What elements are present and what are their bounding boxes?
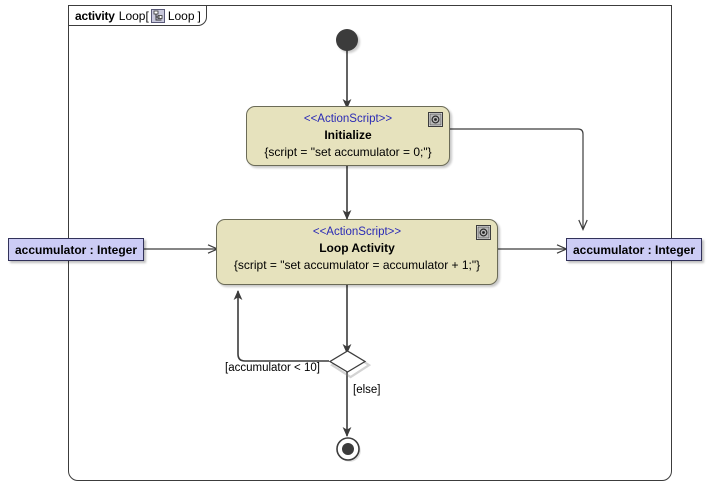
action-loop-activity-script: {script = "set accumulator = accumulator… (233, 258, 481, 272)
frame-bracket-open: [ (145, 8, 149, 23)
activity-final-node[interactable] (336, 437, 361, 462)
frame-name: Loop (118, 8, 146, 23)
activity-icon (150, 8, 165, 23)
frame-qualifier: Loop (167, 8, 195, 23)
action-initialize-name: Initialize (324, 128, 372, 142)
object-node-accumulator-in-label: accumulator : Integer (14, 242, 138, 257)
frame-keyword: activity (75, 8, 115, 23)
object-node-accumulator-out[interactable]: accumulator : Integer (566, 238, 702, 261)
gear-icon (428, 112, 443, 127)
gear-icon (476, 225, 491, 240)
activity-frame-header: activity Loop [ Loop ] (68, 5, 207, 26)
decision-node[interactable] (328, 350, 372, 379)
action-initialize[interactable]: <<ActionScript>> Initialize {script = "s… (246, 106, 450, 166)
object-node-accumulator-in[interactable]: accumulator : Integer (8, 238, 144, 261)
action-loop-activity-stereotype: <<ActionScript>> (312, 226, 402, 238)
action-initialize-stereotype: <<ActionScript>> (303, 113, 393, 125)
action-initialize-script: {script = "set accumulator = 0;"} (264, 145, 432, 159)
guard-label-else: [else] (353, 384, 381, 396)
guard-label-loop-back: [accumulator < 10] (225, 362, 320, 374)
initial-node[interactable] (336, 29, 358, 51)
object-node-accumulator-out-label: accumulator : Integer (572, 242, 696, 257)
action-loop-activity-name: Loop Activity (319, 241, 395, 255)
action-loop-activity[interactable]: <<ActionScript>> Loop Activity {script =… (216, 219, 498, 285)
frame-bracket-close: ] (197, 8, 201, 23)
